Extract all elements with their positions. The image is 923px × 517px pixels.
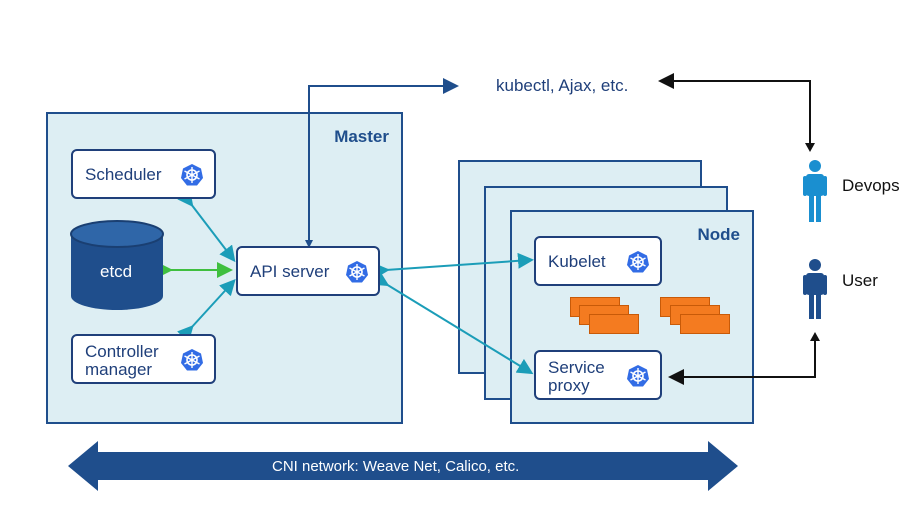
- user-label: User: [842, 271, 878, 290]
- pod: [680, 314, 730, 334]
- api-up-arrowhead: [305, 240, 313, 248]
- pod: [589, 314, 639, 334]
- user-arrowhead: [810, 332, 820, 341]
- kubernetes-helm-icon: [627, 251, 649, 273]
- api-server-label: API server: [250, 262, 330, 281]
- etcd-label: etcd: [100, 262, 133, 281]
- scheduler-component[interactable]: Scheduler: [71, 149, 216, 199]
- kubernetes-helm-icon: [181, 349, 203, 371]
- kubelet-component[interactable]: Kubelet: [534, 236, 662, 286]
- cni-network-label: CNI network: Weave Net, Calico, etc.: [272, 458, 520, 475]
- kubelet-label: Kubelet: [548, 252, 606, 271]
- scheduler-label: Scheduler: [85, 165, 162, 184]
- devops-label: Devops: [842, 176, 900, 195]
- etcd-cylinder: [70, 220, 164, 310]
- service-proxy-component[interactable]: Service proxy: [534, 350, 662, 400]
- master-title: Master: [334, 127, 389, 146]
- api-kubelet-arrow: [373, 252, 534, 279]
- clients-to-devops-arrow: [658, 73, 811, 150]
- cni-network-arrow: [68, 441, 738, 491]
- kubernetes-helm-icon: [181, 164, 203, 186]
- user-person-icon: [803, 259, 827, 319]
- controller-manager-label-line2: manager: [85, 360, 153, 379]
- node-title: Node: [697, 225, 741, 244]
- api-server-component[interactable]: API server: [236, 246, 380, 296]
- service-proxy-label-line2: proxy: [548, 376, 590, 395]
- user-to-proxy-arrow: [668, 336, 816, 385]
- api-proxy-arrow: [371, 270, 534, 375]
- kubernetes-helm-icon: [346, 261, 368, 283]
- devops-person-icon: [803, 160, 827, 222]
- controller-manager-label-line1: Controller: [85, 342, 159, 361]
- service-proxy-label-line1: Service: [548, 358, 605, 377]
- controller-manager-component[interactable]: Controller manager: [71, 334, 216, 384]
- devops-arrowhead: [805, 143, 815, 152]
- kubernetes-helm-icon: [627, 365, 649, 387]
- clients-label: kubectl, Ajax, etc.: [496, 76, 629, 95]
- api-to-clients-arrow: [308, 78, 459, 246]
- scheduler-api-arrow: [177, 189, 236, 263]
- controller-api-arrow: [177, 279, 236, 343]
